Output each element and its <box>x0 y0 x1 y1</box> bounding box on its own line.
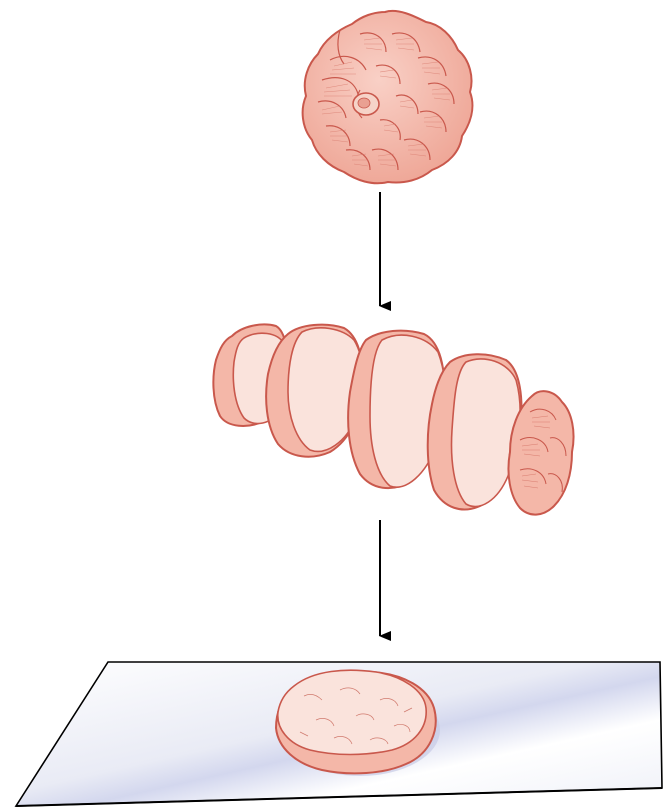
whole-specimen-body <box>303 11 473 183</box>
specimen-nodule-core <box>358 98 370 108</box>
section-slice <box>428 354 522 509</box>
serial-sections <box>213 324 573 514</box>
mounted-section <box>16 662 662 806</box>
whole-specimen <box>303 11 473 183</box>
mounted-tissue-face <box>278 670 426 754</box>
